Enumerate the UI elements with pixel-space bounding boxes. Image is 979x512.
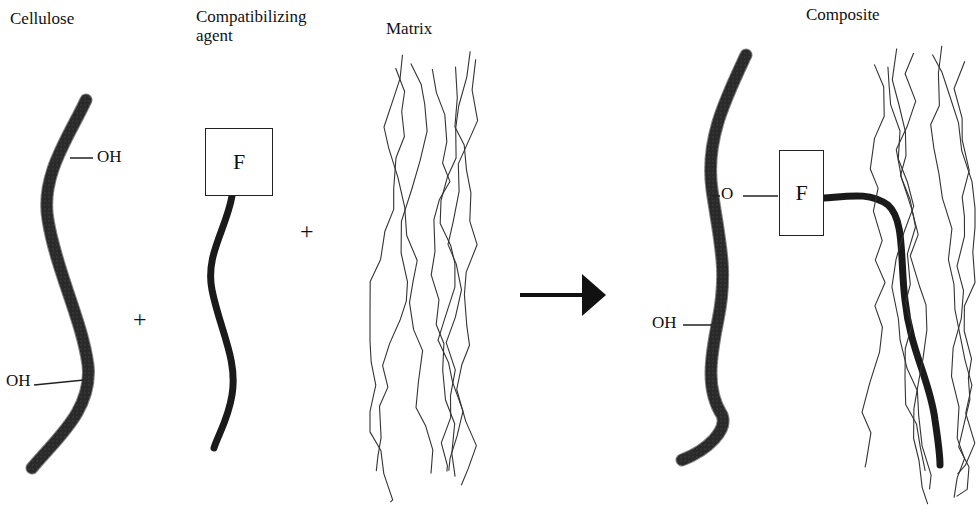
matrix-chain bbox=[931, 46, 975, 474]
plus-sign: + bbox=[300, 218, 314, 244]
oh-bond bbox=[70, 157, 93, 159]
matrix-chain bbox=[932, 54, 975, 496]
matrix-chain bbox=[896, 53, 927, 504]
matrix-chain bbox=[862, 64, 885, 467]
matrix-chain bbox=[892, 49, 925, 471]
cellulose-strand bbox=[32, 100, 88, 468]
matrix-chain bbox=[438, 51, 470, 470]
agent-chain bbox=[211, 196, 234, 448]
functional-group-box: F bbox=[205, 128, 273, 196]
ether-bond bbox=[712, 195, 720, 197]
cellulose-strand-texture bbox=[32, 100, 88, 468]
reaction-arrowhead bbox=[582, 274, 606, 316]
component-title: Composite bbox=[806, 6, 880, 25]
component-title: Compatibilizing agent bbox=[196, 8, 306, 45]
matrix-chain bbox=[370, 68, 405, 502]
matrix-chain bbox=[952, 61, 970, 497]
matrix-chains bbox=[862, 46, 975, 504]
hydroxyl-group: OH bbox=[6, 372, 31, 391]
reaction-arrow bbox=[520, 293, 588, 297]
functional-group-symbol: F bbox=[233, 149, 245, 175]
oh-bond bbox=[34, 380, 84, 385]
functional-group-box: F bbox=[779, 150, 824, 236]
cellulose-strand-texture bbox=[682, 55, 746, 460]
cellulose-strand bbox=[682, 55, 746, 460]
oh-bond bbox=[683, 324, 712, 326]
hydroxyl-group: OH bbox=[97, 148, 122, 167]
ether-bond bbox=[743, 195, 778, 197]
component-title: Cellulose bbox=[10, 10, 74, 29]
functional-group-symbol: F bbox=[795, 180, 807, 206]
matrix-chain bbox=[376, 64, 427, 472]
plus-sign: + bbox=[133, 306, 147, 332]
oxygen-atom: O bbox=[721, 185, 733, 204]
matrix-chain bbox=[441, 59, 477, 471]
matrix-chain bbox=[431, 69, 455, 477]
hydroxyl-group: OH bbox=[652, 314, 677, 333]
component-title: Matrix bbox=[386, 20, 432, 39]
matrix-chains bbox=[370, 51, 478, 502]
